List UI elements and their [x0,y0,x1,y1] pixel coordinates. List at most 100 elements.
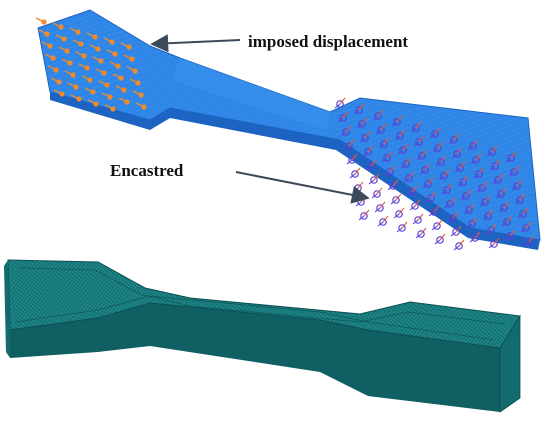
load-arrow-icon [78,63,90,71]
encastre-triad-icon [517,207,529,219]
load-arrow-icon [72,39,84,47]
encastre-triad-icon [485,223,497,235]
encastre-triad-icon [520,221,532,233]
load-arrow-icon [38,29,50,37]
encastred-arrow [235,171,370,204]
load-arrow-icon [84,87,96,95]
load-arrow-icon [58,46,70,54]
encastre-triad-icon [511,179,523,191]
encastre-triad-icon [498,201,510,213]
load-arrow-icon [101,92,113,100]
encastre-triad-icon [476,181,488,193]
encastre-triad-icon [413,135,425,147]
load-arrow-icon [123,54,135,62]
encastre-triad-icon [372,109,384,121]
load-arrow-icon [86,32,98,40]
encastre-triad-icon [467,139,479,151]
load-arrow-icon [50,77,62,85]
encastre-triad-icon [479,195,491,207]
encastre-triad-icon [343,139,355,151]
encastre-triad-icon [381,151,393,163]
load-arrow-icon [92,56,104,64]
encastre-triad-icon [438,169,450,181]
encastre-triad-icon [394,129,406,141]
load-arrow-icon [35,17,47,25]
encastre-triad-icon [412,213,424,225]
encastre-triad-icon [419,163,431,175]
encastre-triad-icon [349,167,361,179]
load-arrow-icon [115,85,127,93]
load-arrow-icon [103,37,115,45]
encastre-triad-icon [384,165,396,177]
encastre-triad-icon [362,145,374,157]
encastre-triad-icon [409,199,421,211]
encastre-triad-icon [378,137,390,149]
load-arrow-icon [132,90,144,98]
load-markers-group [35,17,147,112]
encastre-triad-icon [466,217,478,229]
encastre-triad-icon [416,149,428,161]
encastre-triad-icon [463,203,475,215]
encastre-triad-icon [425,191,437,203]
load-arrow-icon [109,61,121,69]
encastre-triad-icon [444,197,456,209]
encastre-triad-icon [353,103,365,115]
encastre-triad-icon [371,187,383,199]
load-arrow-icon [126,66,138,74]
encastre-triad-icon [488,237,500,249]
encastre-triad-icon [400,157,412,169]
encastre-triad-icon [489,159,501,171]
encastre-triad-icon [441,183,453,195]
load-arrow-icon [135,102,147,110]
load-arrow-icon [89,44,101,52]
encastre-triad-icon [375,123,387,135]
encastre-triad-icon [473,167,485,179]
load-arrow-icon [98,80,110,88]
mesh-side-face [10,303,500,412]
encastre-triad-icon [356,117,368,129]
load-arrow-icon [120,42,132,50]
encastre-triad-icon [514,193,526,205]
load-arrow-icon [118,97,130,105]
load-arrow-icon [67,82,79,90]
encastre-triad-icon [470,153,482,165]
encastre-triad-icon [451,147,463,159]
encastre-triad-icon [453,239,465,251]
encastre-triad-icon [406,185,418,197]
encastre-triad-icon [391,115,403,127]
encastre-triad-icon [495,187,507,199]
meshed-model [4,259,521,413]
encastre-triad-icon [448,133,460,145]
encastre-triad-icon [435,155,447,167]
load-arrow-icon [75,51,87,59]
load-arrow-icon [104,104,116,112]
encastre-triad-icon [374,201,386,213]
load-arrow-icon [41,41,53,49]
encastre-triad-icon [450,225,462,237]
encastre-triad-icon [429,127,441,139]
encastre-triad-icon [358,209,370,221]
load-arrow-icon [69,27,81,35]
encastre-triad-icon [390,193,402,205]
load-arrow-icon [129,78,141,86]
load-arrow-icon [81,75,93,83]
encastre-triad-icon [486,145,498,157]
load-arrow-icon [52,22,64,30]
encastre-triad-icon [340,125,352,137]
encastre-triad-icon [447,211,459,223]
encastre-triad-icon [334,97,346,109]
load-arrow-icon [106,49,118,57]
encastre-triad-icon [415,227,427,239]
loaded-model [35,9,541,251]
encastre-triad-icon [454,161,466,173]
encastre-triad-icon [393,207,405,219]
load-arrow-icon [70,94,82,102]
encastre-triad-icon [403,171,415,183]
encastre-triad-icon [422,177,434,189]
encastre-triad-icon [501,215,513,227]
load-arrow-icon [95,68,107,76]
load-arrow-icon [61,58,73,66]
encastre-triad-icon [434,233,446,245]
encastre-triad-icon [387,179,399,191]
